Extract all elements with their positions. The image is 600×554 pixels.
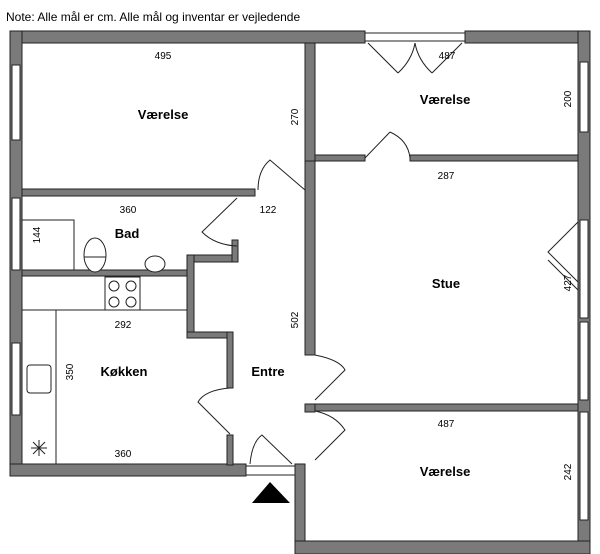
dim-kokken-top: 292	[115, 320, 132, 331]
room-label-kokken: Køkken	[101, 364, 148, 379]
room-label-entre: Entre	[251, 364, 284, 379]
kitchen-sink-icon	[26, 364, 52, 394]
dim-kokken-bottom: 360	[115, 449, 132, 460]
dim-stue-depth: 427	[563, 274, 574, 291]
dim-vaerelse-ne-depth: 200	[563, 90, 574, 107]
note-text: Note: Alle mål er cm. Alle mål og invent…	[6, 10, 300, 24]
room-label-vaerelse-ne: Værelse	[420, 92, 471, 107]
windows	[11, 61, 589, 521]
entrance-arrow-icon	[252, 482, 290, 503]
dim-vaerelse-se-depth: 242	[563, 463, 574, 480]
shower-fixture	[21, 219, 75, 271]
toilet-icon	[83, 237, 107, 273]
light-icon	[31, 440, 47, 456]
room-label-vaerelse-nw: Værelse	[138, 107, 189, 122]
dim-stue-width: 287	[438, 171, 455, 182]
room-label-stue: Stue	[432, 276, 460, 291]
dim-vaerelse-ne-width: 487	[439, 51, 456, 62]
dim-bad-width: 360	[120, 205, 137, 216]
room-label-vaerelse-se: Værelse	[420, 464, 471, 479]
room-label-bad: Bad	[115, 226, 140, 241]
dim-vaerelse-se-width: 487	[438, 419, 455, 430]
dim-vaerelse-nw-depth: 270	[290, 108, 301, 125]
room-labels: Værelse 495 270 Værelse 487 200 Bad 360 …	[32, 51, 574, 480]
dim-kokken-depth: 350	[65, 363, 76, 380]
dim-bad-depth: 144	[32, 226, 43, 243]
doors	[197, 32, 579, 503]
dim-hall: 122	[260, 205, 277, 216]
sink-icon	[144, 255, 166, 273]
dim-vaerelse-nw-width: 495	[155, 51, 172, 62]
dim-entre-depth: 502	[290, 311, 301, 328]
fixtures	[21, 219, 188, 465]
